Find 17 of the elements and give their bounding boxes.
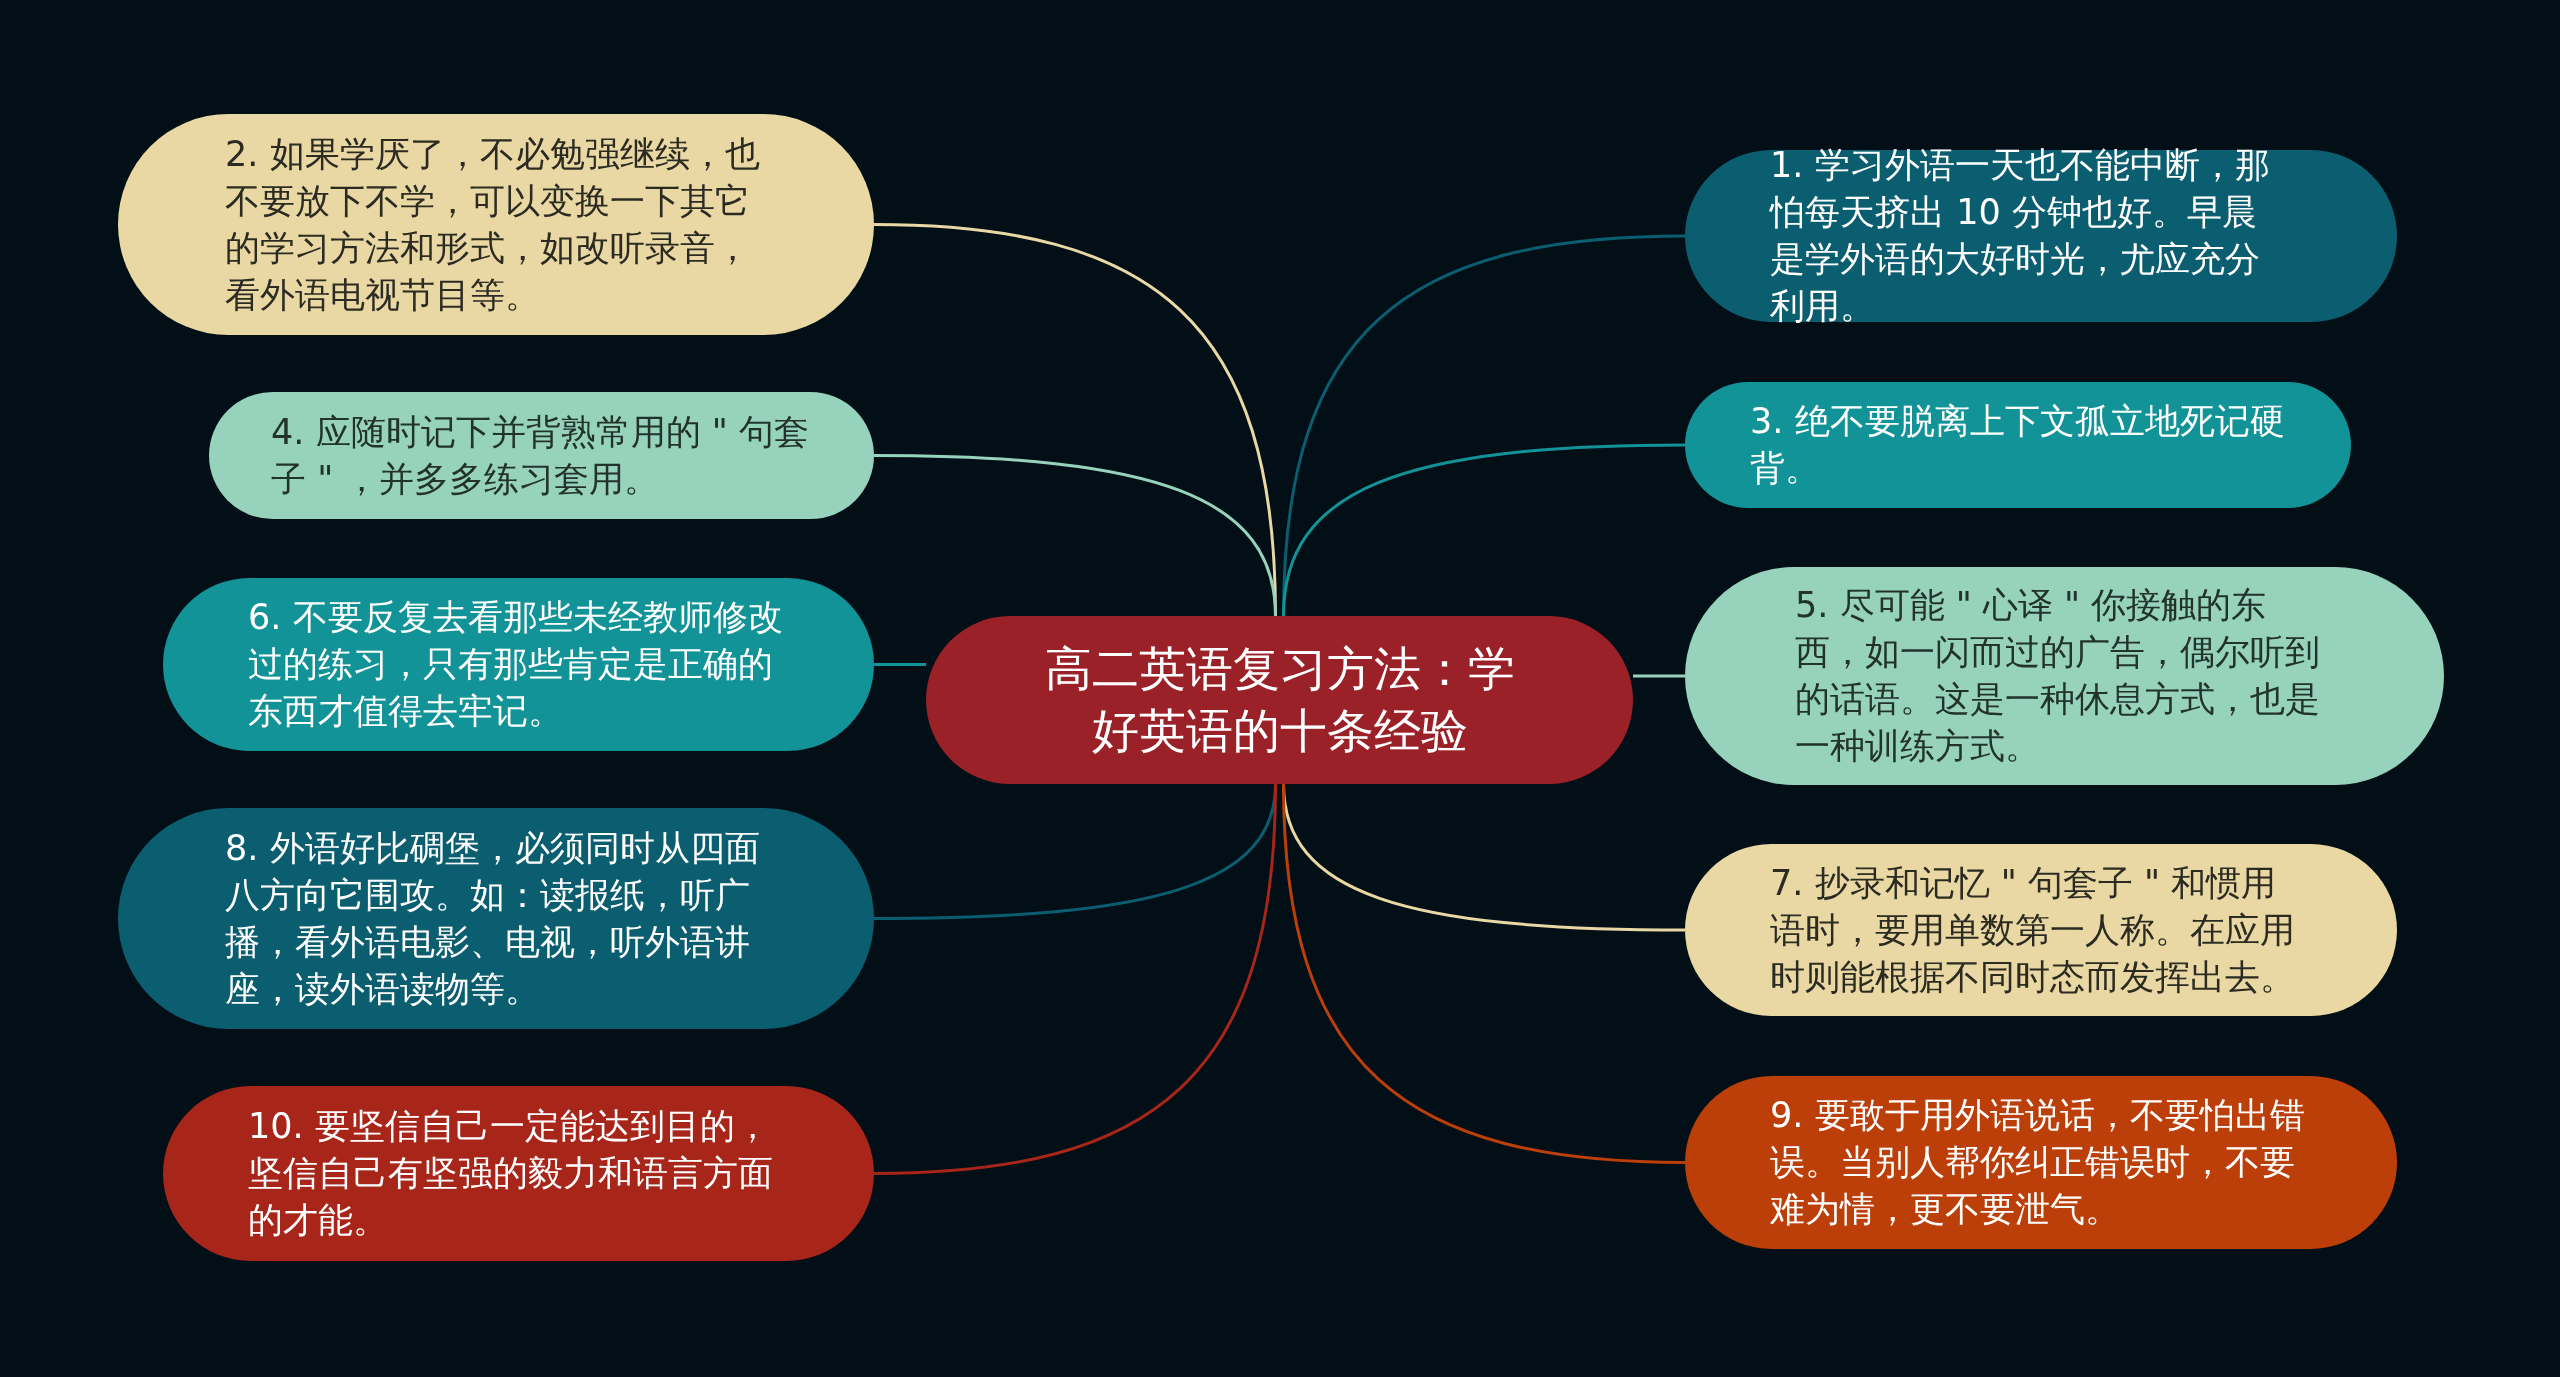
topic-text: 5. 尽可能 " 心译 " 你接触的东西，如一闪而过的广告，偶尔听到的话语。这是一种休息方式，也是一种训练方式。 [1795,584,2321,768]
connector-line [1282,443,1686,617]
topic-text: 9. 要敢于用外语说话，不要怕出错误。当别人帮你纠正错误时，不要难为情，更不要泄气。 [1770,1094,2306,1231]
connector-line [874,454,1277,617]
topic-text: 2. 如果学厌了，不必勉强继续，也不要放下不学，可以变换一下其它的学习方法和形式，如改听录音，看外语电视节目等。 [225,132,761,317]
topic-text: 1. 学习外语一天也不能中断，那怕每天挤出 10 分钟也好。早晨是学外语的大好时光，尤应充分利用。 [1770,144,2271,328]
topic-text: 10. 要坚信自己一定能达到目的，坚信自己有坚强的毅力和语言方面的才能。 [248,1105,774,1242]
topic-text: 8. 外语好比碉堡，必须同时从四面八方向它围攻。如：读报纸，听广播，看外语电影、电视，听外语讲座，读外语读物等。 [225,826,761,1011]
topic-text: 4. 应随时记下并背熟常用的 " 句套子 " ，并多多练习套用。 [271,410,810,501]
connector-line [873,783,1277,1175]
topic-text: 3. 绝不要脱离上下文孤立地死记硬背。 [1750,400,2286,490]
connector-line [1633,674,1685,678]
connector-line [874,663,926,666]
topic-text: 6. 不要反复去看那些未经教师修改过的练习，只有那些肯定是正确的东西才值得去牢记。 [248,596,784,733]
topic-title: 高二英语复习方法：学好英语的十条经验 [1043,640,1516,760]
connector-line [1282,783,1686,1164]
topic-text: 7. 抄录和记忆 " 句套子 " 和惯用语时，要用单数第一人称。在应用时则能根据不同时态而发挥出去。 [1770,861,2296,999]
